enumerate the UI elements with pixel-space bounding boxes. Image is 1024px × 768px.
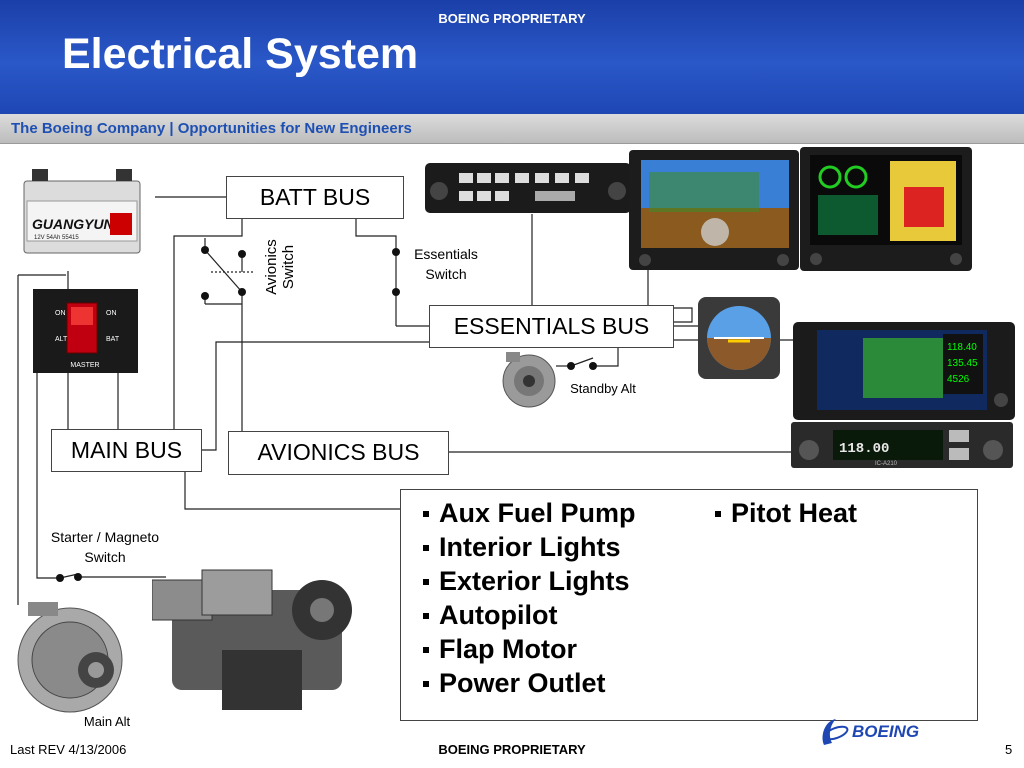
svg-text:118.40: 118.40	[947, 342, 977, 353]
list-item: Exterior Lights	[401, 564, 636, 598]
svg-text:4526: 4526	[947, 374, 970, 385]
master-on-left: ON	[55, 310, 66, 317]
svg-text:135.45: 135.45	[947, 358, 978, 369]
loads-list-col2: Pitot Heat	[693, 496, 857, 530]
engine-icon	[151, 550, 370, 720]
essentials-bus-box: ESSENTIALS BUS	[429, 305, 674, 348]
battery-spec-text: 12V 54Ah 55415	[34, 235, 79, 241]
loads-list-box: Aux Fuel Pump Interior Lights Exterior L…	[400, 489, 978, 721]
list-item: Interior Lights	[401, 530, 636, 564]
standby-alt-label: Standby Alt	[570, 381, 636, 396]
starter-switch-label: Starter / Magneto Switch	[50, 529, 160, 565]
batt-bus-box: BATT BUS	[226, 176, 404, 219]
page-title: Electrical System	[62, 30, 419, 78]
gps-navigator-icon: 118.40 135.45 4526	[793, 322, 1015, 420]
avionics-bus-box: AVIONICS BUS	[228, 431, 449, 475]
boeing-logo: BOEING	[818, 715, 968, 751]
subtitle-bar: The Boeing Company | Opportunities for N…	[0, 114, 1024, 144]
company-subtitle: The Boeing Company | Opportunities for N…	[11, 120, 412, 137]
standby-attitude-indicator-icon	[698, 297, 780, 379]
list-item: Autopilot	[401, 598, 636, 632]
master-bat: BAT	[106, 336, 120, 343]
com-radio-icon: 118.00 IC-A210	[791, 422, 1013, 468]
list-item: Pitot Heat	[693, 496, 857, 530]
proprietary-notice-top: BOEING PROPRIETARY	[438, 11, 586, 26]
multifunction-display-icon	[800, 147, 972, 271]
master-label: MASTER	[70, 362, 99, 369]
main-bus-box: MAIN BUS	[51, 429, 202, 472]
main-alternator-icon	[8, 598, 130, 716]
audio-panel-icon	[425, 163, 631, 213]
battery-icon: GUANGYUN 12V 54Ah 55415	[22, 163, 142, 255]
list-item: Power Outlet	[401, 666, 636, 700]
standby-alternator-icon	[500, 348, 558, 410]
footer-proprietary: BOEING PROPRIETARY	[438, 742, 586, 757]
avionics-switch-label: Avionics Switch	[263, 239, 297, 295]
radio-model: IC-A210	[875, 461, 898, 467]
loads-list-col1: Aux Fuel Pump Interior Lights Exterior L…	[401, 496, 636, 700]
page-number: 5	[1005, 742, 1013, 757]
footer-rev: Last REV 4/13/2006	[10, 742, 127, 757]
boeing-logo-text: BOEING	[852, 722, 919, 741]
header-banner: BOEING PROPRIETARY Electrical System	[0, 0, 1024, 114]
essentials-switch-label: Essentials Switch	[414, 246, 478, 282]
master-alt: ALT	[55, 336, 68, 343]
main-alt-label: Main Alt	[83, 714, 131, 729]
list-item: Aux Fuel Pump	[401, 496, 636, 530]
master-switch-icon: ON ALT ON BAT MASTER	[33, 289, 138, 373]
radio-active-freq: 118.00	[839, 441, 889, 457]
primary-flight-display-icon	[629, 150, 799, 270]
list-item: Flap Motor	[401, 632, 636, 666]
master-on-right: ON	[106, 310, 117, 317]
battery-brand-text: GUANGYUN	[32, 216, 115, 232]
